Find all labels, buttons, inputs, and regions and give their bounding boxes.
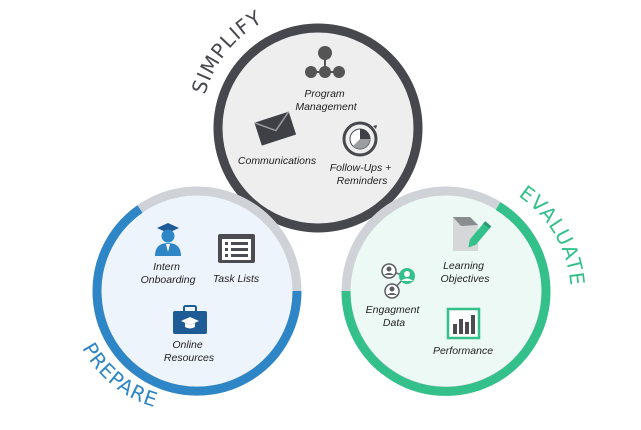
document-pencil-icon <box>453 217 492 251</box>
engagment-data-label: Engagment Data <box>366 304 423 329</box>
evaluate-circle-fill <box>346 191 546 391</box>
task-list-icon <box>218 234 255 263</box>
simplify-circle-fill <box>218 28 418 228</box>
performance-label: Performance <box>433 345 493 357</box>
bar-chart-icon <box>446 307 481 340</box>
simplify-ring <box>213 23 423 233</box>
task-lists-label: Task Lists <box>213 273 260 285</box>
network-hub-icon <box>305 46 345 78</box>
intern-onboarding-label: Intern Onboarding <box>141 261 196 286</box>
program-management-label: Program Management <box>295 88 357 113</box>
online-resources-label: Online Resources <box>164 339 215 364</box>
people-connection-icon <box>381 263 415 299</box>
prepare-ring <box>92 205 302 396</box>
evaluate-ring <box>341 202 551 396</box>
graduation-briefcase-icon <box>173 305 207 334</box>
communications-label: Communications <box>238 155 317 167</box>
clock-cycle-icon <box>342 121 378 157</box>
follow-ups-reminders-label: Follow-Ups + Reminders <box>330 162 394 187</box>
graduate-person-icon <box>155 223 181 256</box>
envelope-icon <box>254 111 297 146</box>
learning-objectives-label: Learning Objectives <box>440 260 490 285</box>
